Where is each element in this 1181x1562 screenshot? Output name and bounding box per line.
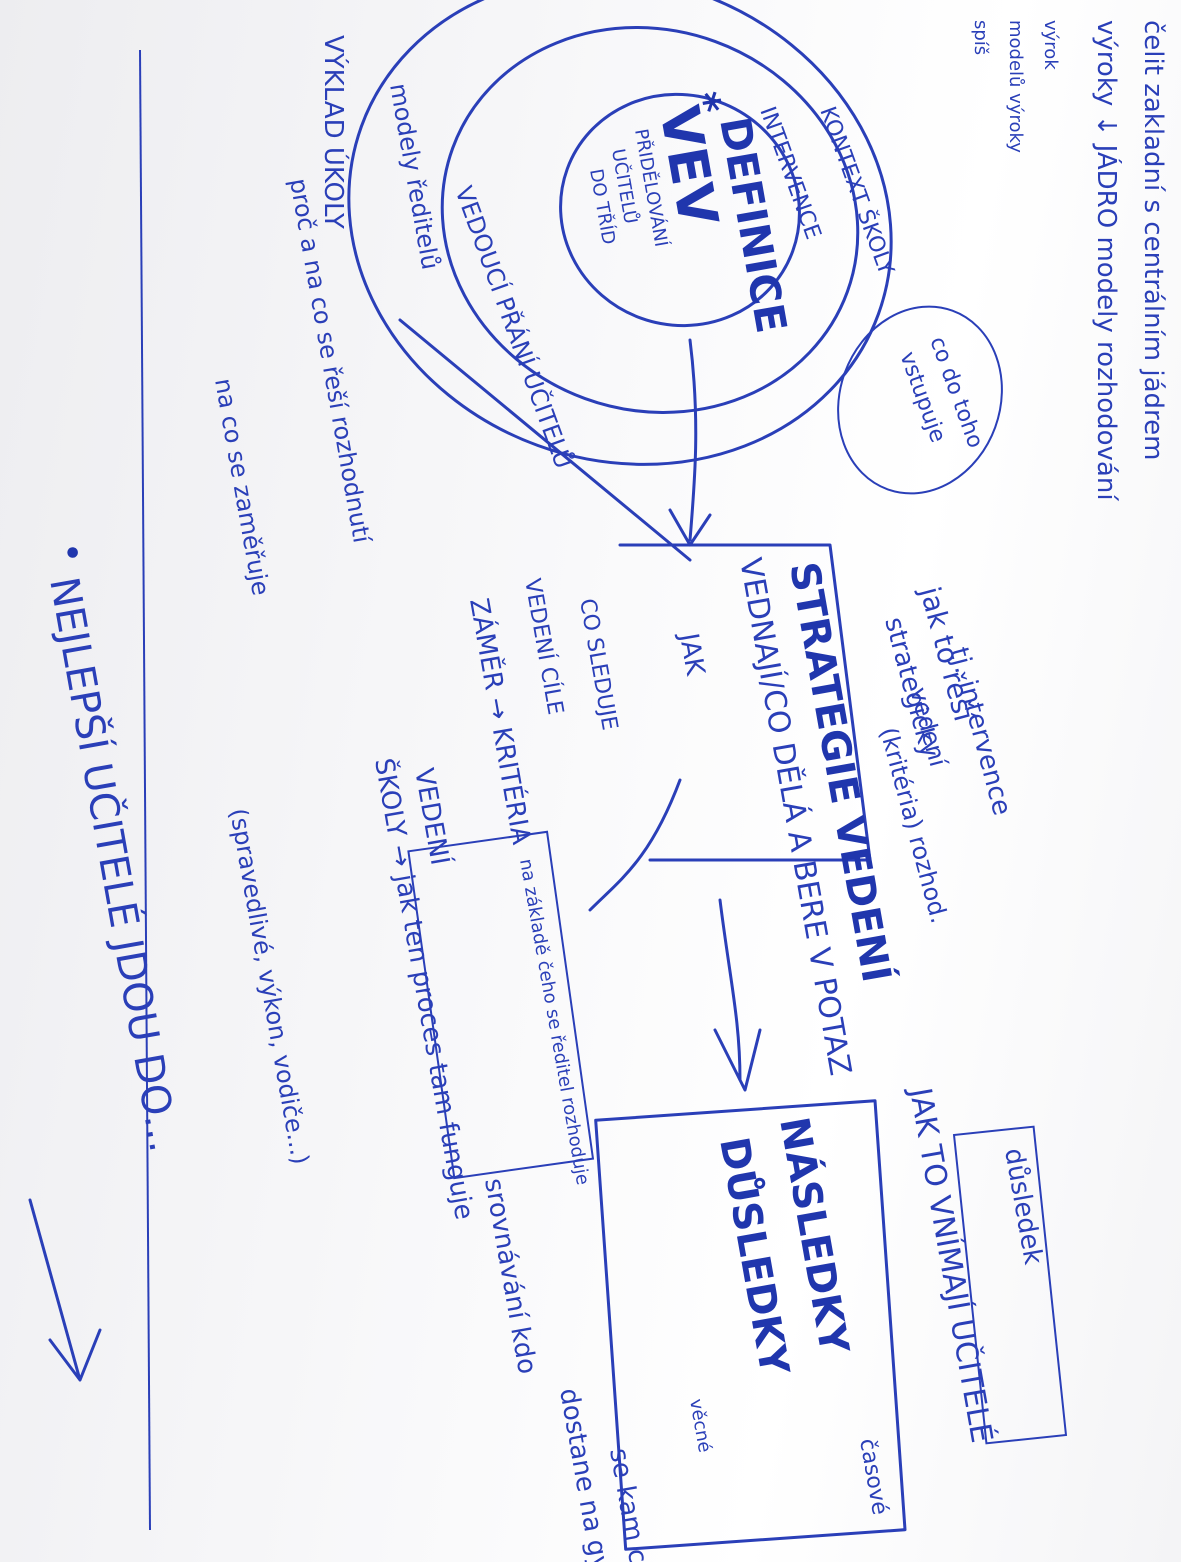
consequence-box [952,1125,1068,1445]
results-line-3: dostane na gy [553,1386,615,1562]
results-box-label: důsledek [998,1146,1048,1267]
arrow-to-results [713,898,762,1092]
bottom-line-2: (spravedlivé, výkon, vodiče...) [224,806,314,1166]
arrow-down-to-strategy [668,338,712,547]
results-line-2: srovnávání kdo [478,1176,542,1376]
results-line-1: JAK TO VNÍMAJÍ UČITELÉ [902,1083,1001,1446]
strategy-line-3: JAK [673,629,710,679]
middle-item-1: CO SLEDUJE [574,597,622,733]
results-tag-2: věcné [685,1397,715,1454]
middle-circle [440,26,860,414]
top-note-2: výroky ↓ JÁDRO modely rozhodování [1091,20,1123,501]
small-box-text: na základě čeho se ředitel rozhoduje [515,857,593,1186]
results-line-4: se kam chce [603,1446,661,1562]
margin-line [139,49,151,1531]
middle-item-2: VEDENÍ CÍLE [519,577,569,717]
top-note-1: čelit zakladní s centrálním jádrem [1138,20,1168,460]
left-line-2: proč a na co se řeší rozhodnutí [284,176,376,546]
outer-circle-label: VEDOUCÍ PŘÁNÍ UČITELŮ [449,182,579,472]
middle-item-3: ZÁMĚR → KRITÉRIA [463,596,538,847]
left-line-1: modely ředitelů [384,81,444,272]
arrow-to-small-box [588,778,682,912]
decision-box [407,830,595,1180]
bubble-circle [837,305,1003,495]
core-star: * [680,89,729,118]
strategy-note-3: tj. intervence [943,644,1017,819]
arrow-diagonal [398,318,692,562]
bottom-line-1: NEJLEPŠÍ UČITELÉ JDOU DO... [40,573,188,1155]
bottom-big-arrow [28,1198,102,1382]
bottom-bullet: • [52,540,90,565]
results-tag-1: časové [854,1437,892,1517]
outer-circle [347,0,893,466]
top-note-4: modelů výroky [1005,20,1026,153]
top-note-5: spíš [970,20,991,55]
results-box [594,1099,907,1551]
left-line-3: na co se zaměřuje [209,376,275,597]
inner-circle [559,92,801,328]
strategy-box-outline [618,543,872,862]
top-notes: čelit zakladní s centrálním jádrem výrok… [970,20,1168,501]
left-letters: VÝKLAD ÚKOLY [318,35,350,229]
top-note-3: výrok [1040,20,1061,70]
